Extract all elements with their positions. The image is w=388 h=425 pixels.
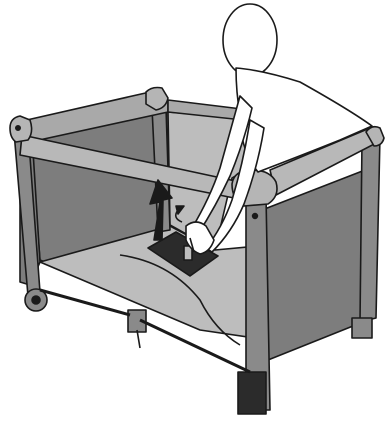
hub-back-left-dot [16, 126, 20, 130]
person-head [223, 4, 277, 76]
foot-front [238, 372, 266, 414]
foot-right [352, 318, 372, 338]
wheel-left-hub [32, 296, 40, 304]
hub-front-right-dot-2 [253, 214, 258, 219]
back-right-leg [360, 136, 380, 322]
